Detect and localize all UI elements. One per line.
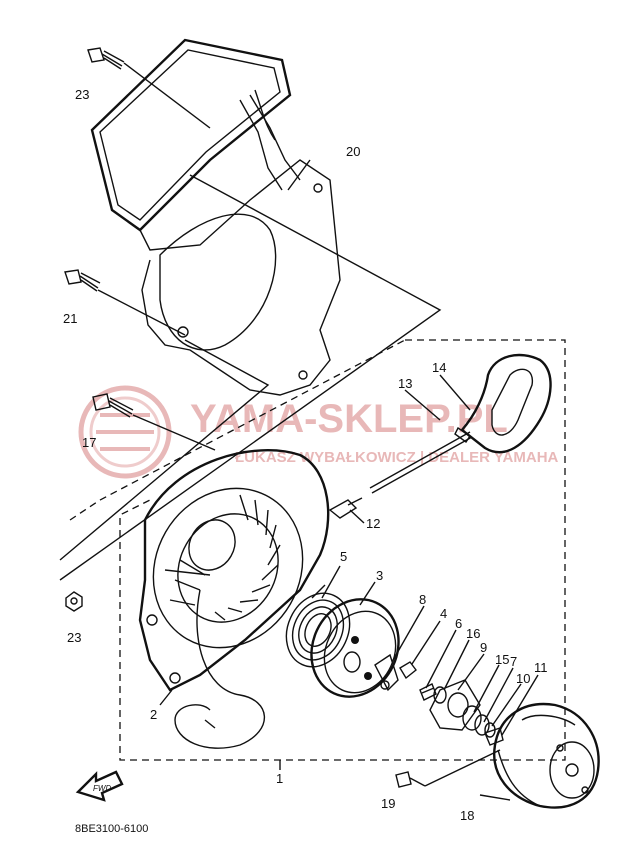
callout-16: 16 (466, 626, 480, 641)
part-14-starter-handle (454, 353, 552, 454)
callout-12: 12 (366, 516, 380, 531)
part-23-nut (65, 591, 83, 612)
part-13-starter-rope (369, 431, 473, 494)
part-6-spring (419, 683, 437, 701)
assembly-1-boundary (69, 339, 566, 770)
part-12-rope-guide (328, 497, 363, 519)
callout-19: 19 (381, 796, 395, 811)
part-17-bolt (92, 393, 134, 418)
callout-8: 8 (419, 592, 426, 607)
watermark-logo-icon (78, 385, 172, 479)
fwd-label: FWD (93, 784, 111, 793)
callout-11: 11 (534, 660, 548, 675)
leader-lines (59, 62, 442, 581)
callout-18: 18 (460, 808, 474, 823)
callout-3: 3 (376, 568, 383, 583)
part-21-bolt (64, 269, 101, 292)
part-22-bolt (87, 47, 125, 70)
callout-1: 1 (276, 771, 283, 786)
part-7-washer (474, 714, 490, 736)
part-4-pawl-spring (399, 661, 417, 680)
diagram-part-number: 8BE3100-6100 (75, 823, 148, 835)
callout-15: 15 (495, 652, 509, 667)
watermark-text: YAMA-SKLEP.PL (190, 397, 508, 441)
part-3-pulley-drum (310, 598, 400, 698)
part-19-bolt (395, 749, 501, 788)
part-11-screw (484, 727, 504, 746)
callout-leaders (159, 159, 539, 801)
callout-23: 23 (67, 630, 81, 645)
part-20-intake-cover (90, 38, 341, 396)
callout-17: 17 (82, 435, 96, 450)
callout-13: 13 (398, 376, 412, 391)
part-2-starter-housing (138, 449, 330, 749)
watermark-subtext: ŁUKASZ WYBAŁKOWICZ | DEALER YAMAHA (235, 449, 559, 466)
part-16-collar (433, 686, 447, 704)
watermark: YAMA-SKLEP.PL ŁUKASZ WYBAŁKOWICZ | DEALE… (78, 385, 559, 479)
callout-21: 21 (63, 311, 77, 326)
fwd-arrow-icon: FWD (75, 770, 124, 802)
callout-14: 14 (432, 360, 446, 375)
callout-2: 2 (150, 707, 157, 722)
callout-6: 6 (455, 616, 462, 631)
callout-5: 5 (340, 549, 347, 564)
callout-9: 9 (480, 640, 487, 655)
callout-22: 23 (75, 87, 89, 102)
callout-4: 4 (440, 606, 447, 621)
callout-10: 10 (516, 671, 530, 686)
callout-20: 20 (346, 144, 360, 159)
part-8-pawl (374, 653, 399, 692)
callout-7: 7 (510, 654, 517, 669)
part-5-spiral-spring (285, 584, 351, 668)
part-18-starter-cup (493, 702, 600, 809)
callout-labels: 23 20 21 13 14 17 12 5 3 8 4 6 16 9 15 7… (63, 87, 548, 823)
part-15-washer (462, 705, 482, 731)
